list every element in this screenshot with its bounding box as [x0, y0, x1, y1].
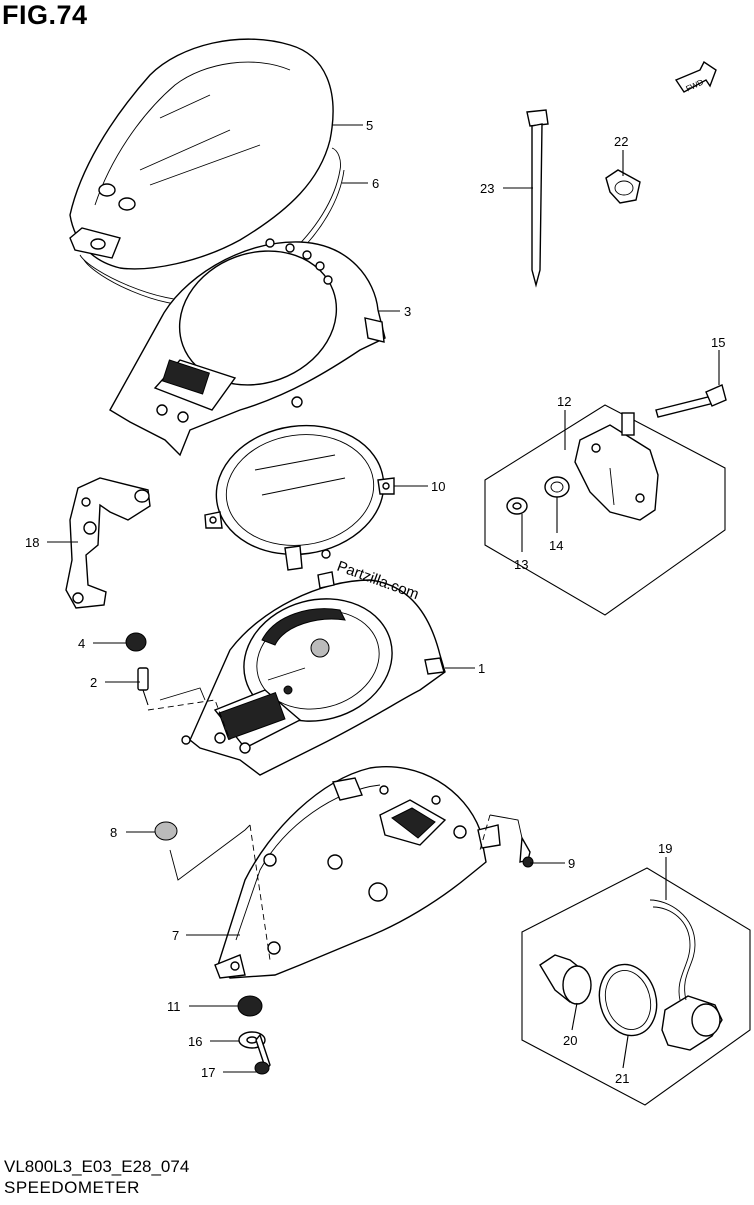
callout-1: 1: [478, 661, 485, 676]
callout-4: 4: [78, 636, 85, 651]
part-7-lower-case: [214, 766, 501, 979]
fwd-arrow-icon: FWD: [674, 60, 717, 93]
callout-22: 22: [614, 134, 628, 149]
callout-18: 18: [25, 535, 39, 550]
callout-19: 19: [658, 841, 672, 856]
callout-11: 11: [167, 999, 181, 1014]
callout-13: 13: [514, 557, 528, 572]
part-18-bracket: [65, 477, 151, 609]
callout-8: 8: [110, 825, 117, 840]
callout-15: 15: [711, 335, 725, 350]
footer-name: SPEEDOMETER: [4, 1178, 140, 1197]
part-8-cap: [154, 821, 178, 841]
footer-code: VL800L3_E03_E28_074: [4, 1157, 190, 1176]
callout-5: 5: [366, 118, 373, 133]
callout-6: 6: [372, 176, 379, 191]
part-10-lens: [204, 424, 395, 571]
callout-12: 12: [557, 394, 571, 409]
callout-3: 3: [404, 304, 411, 319]
part-23-cable-tie: [526, 109, 549, 288]
part-5-meter-cover: [69, 38, 334, 270]
part-2-bolt: [137, 667, 149, 706]
leader-lines: [47, 124, 720, 1073]
callout-10: 10: [431, 479, 445, 494]
callout-2: 2: [90, 675, 97, 690]
figure-title: FIG.74: [2, 0, 88, 30]
callout-14: 14: [549, 538, 563, 553]
callout-9: 9: [568, 856, 575, 871]
part-19-box: [521, 867, 751, 1106]
part-4-grommet: [125, 632, 147, 652]
part-11-grommet: [237, 995, 263, 1017]
callout-7: 7: [172, 928, 179, 943]
part-3-bezel: [109, 238, 386, 457]
part-22-clip: [605, 169, 641, 204]
part-12-box: [484, 404, 726, 616]
callout-20: 20: [563, 1033, 577, 1048]
part-17-screw: [254, 1033, 271, 1075]
callout-16: 16: [188, 1034, 202, 1049]
callout-17: 17: [201, 1065, 215, 1080]
callout-labels: 5 6 3 10 1 9 7 2 4 8 18 11 16 17 23 22 1…: [25, 118, 725, 1086]
part-9-screw: [519, 835, 534, 868]
part-15-bolt: [655, 384, 727, 418]
callout-21: 21: [615, 1071, 629, 1086]
part-1-meter-assembly: [181, 571, 446, 776]
callout-23: 23: [480, 181, 494, 196]
